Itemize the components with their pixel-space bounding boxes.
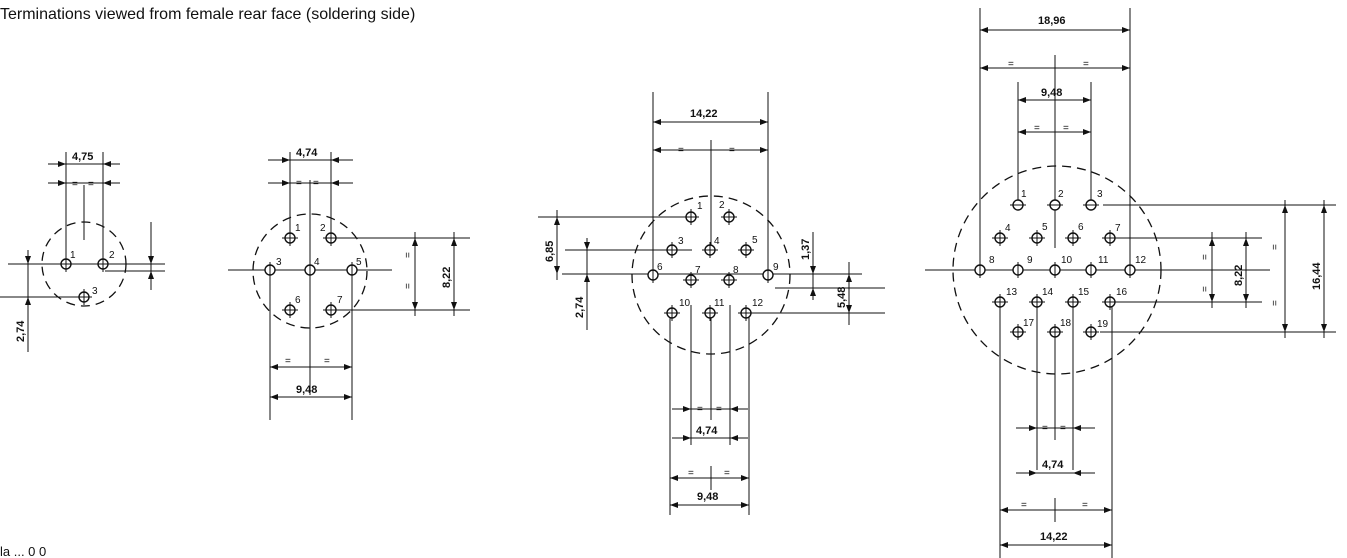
pin-label: 9 — [773, 262, 779, 273]
pin-label: 10 — [1061, 255, 1073, 266]
dim-outer-height: 16,44 — [1311, 262, 1323, 290]
view-12-pin: 14,22 = = 6,85 2,74 1,37 5,48 — [538, 92, 885, 515]
pin-label: 5 — [356, 257, 362, 268]
dim-width-bottom: 9,48 — [697, 491, 718, 503]
dim-pitch-bottom: 4,74 — [696, 425, 718, 437]
dim-width-top: 14,22 — [690, 108, 718, 120]
dim-inner-height: 8,22 — [1233, 265, 1245, 286]
equal-mark: = — [1034, 123, 1040, 134]
equal-mark: = — [678, 145, 684, 156]
pin-label: 12 — [752, 298, 764, 309]
pins — [647, 209, 774, 321]
equal-mark: = — [313, 178, 319, 189]
pin-label: 16 — [1116, 287, 1128, 298]
equal-mark: = — [88, 179, 94, 190]
pin-label: 4 — [314, 257, 320, 268]
dim-left-height: 6,85 — [544, 241, 556, 262]
pin-label: 8 — [733, 265, 739, 276]
pin-label: 7 — [1115, 223, 1121, 234]
pin-label: 6 — [1078, 222, 1084, 233]
pin-label: 2 — [1058, 189, 1064, 200]
dim-width-mid: 9,48 — [1041, 87, 1062, 99]
pin-label: 11 — [1098, 255, 1109, 266]
pin-label: 12 — [1135, 255, 1147, 266]
pin-label: 5 — [752, 235, 758, 246]
dim-pitch-top: 4,74 — [296, 147, 318, 159]
pin-label: 19 — [1097, 319, 1109, 330]
view-19-pin: 18,96 = = 9,48 = = = = 8,22 = = — [925, 8, 1336, 558]
pin-label: 1 — [295, 223, 301, 234]
equal-mark: = — [285, 356, 291, 367]
pin-label: 3 — [276, 257, 282, 268]
pin-label: 1 — [697, 201, 703, 212]
pin-label: 2 — [320, 223, 326, 234]
equal-mark: = — [729, 145, 735, 156]
page-title: Terminations viewed from female rear fac… — [0, 6, 416, 23]
equal-mark: = — [403, 283, 414, 289]
equal-mark: = — [1063, 123, 1069, 134]
pin-label: 7 — [337, 295, 343, 306]
equal-mark: = — [1021, 500, 1027, 511]
dim-pitch-h: 4,75 — [72, 151, 93, 163]
equal-mark: = — [1200, 286, 1211, 292]
equal-mark: = — [1060, 423, 1066, 434]
pin-label: 4 — [1005, 223, 1011, 234]
pin-label: 13 — [1006, 287, 1018, 298]
pin-label: 1 — [1021, 189, 1027, 200]
dim-pitch-v-bottom: 2,74 — [15, 320, 27, 342]
pin-label: 3 — [1097, 189, 1103, 200]
equal-mark: = — [1042, 423, 1048, 434]
pin-label: 15 — [1078, 287, 1090, 298]
pins — [974, 199, 1136, 340]
footer-fragment: la ... 0 0 — [0, 544, 46, 558]
equal-mark: = — [1200, 254, 1211, 260]
dim-left-bottom: 2,74 — [574, 296, 586, 318]
pin-label: 9 — [1027, 255, 1033, 266]
dim-right-height: 5,48 — [836, 287, 848, 308]
dim-right-small: 1,37 — [800, 239, 812, 260]
dim-width-bottom: 9,48 — [296, 384, 317, 396]
pin-label: 5 — [1042, 222, 1048, 233]
pin-label: 17 — [1023, 318, 1035, 329]
equal-mark: = — [1270, 300, 1281, 306]
pin-label: 6 — [657, 262, 663, 273]
pin-label: 10 — [679, 298, 691, 309]
pin-label: 7 — [695, 265, 701, 276]
dim-height: 8,22 — [441, 267, 453, 288]
pin-label: 18 — [1060, 318, 1072, 329]
equal-mark: = — [688, 468, 694, 479]
pin-label: 2 — [109, 250, 115, 261]
equal-mark: = — [324, 356, 330, 367]
equal-mark: = — [697, 404, 703, 415]
equal-mark: = — [1082, 500, 1088, 511]
insert-outline — [252, 213, 368, 329]
equal-mark: = — [296, 178, 302, 189]
equal-mark: = — [716, 404, 722, 415]
equal-mark: = — [72, 179, 78, 190]
view-3-pin: 4,75 = = 2,74 1 2 3 — [0, 151, 165, 352]
pin-label: 6 — [295, 295, 301, 306]
dim-pitch-bottom: 4,74 — [1042, 459, 1064, 471]
pin-label: 2 — [719, 200, 725, 211]
equal-mark: = — [1270, 244, 1281, 250]
equal-mark: = — [1008, 59, 1014, 70]
view-7-pin: 4,74 = = = = 8,22 = = 9,48 — [228, 147, 470, 420]
pin-label: 1 — [70, 250, 76, 261]
pins — [264, 230, 358, 318]
dim-width-bottom: 14,22 — [1040, 531, 1068, 543]
pin-label: 14 — [1042, 287, 1054, 298]
pin-label: 11 — [714, 298, 725, 309]
pin-label: 3 — [678, 236, 684, 247]
equal-mark: = — [1083, 59, 1089, 70]
pin-label: 4 — [714, 236, 720, 247]
pin-label: 3 — [92, 286, 98, 297]
pin-label: 8 — [989, 255, 995, 266]
equal-mark: = — [403, 252, 414, 258]
equal-mark: = — [724, 468, 730, 479]
dim-width-top: 18,96 — [1038, 15, 1066, 27]
